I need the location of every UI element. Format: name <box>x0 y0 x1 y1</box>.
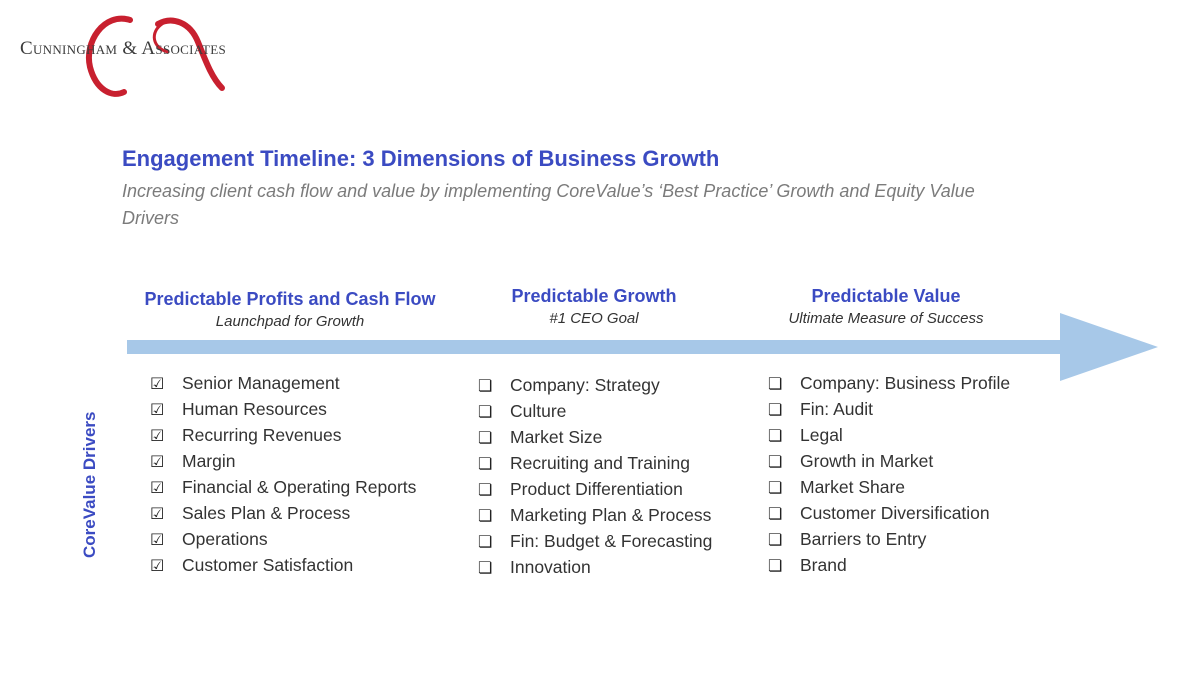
empty-box-icon: ❏ <box>478 560 493 577</box>
driver-list-value: ❏ Company: Business Profile ❏ Fin: Audit ❏… <box>768 370 1010 578</box>
empty-box-icon: ❏ <box>768 428 783 445</box>
company-logo: Cunningham & Associates <box>12 12 302 107</box>
item-label: Culture <box>510 401 567 421</box>
item-label: Product Differentiation <box>510 479 683 499</box>
item-label: Company: Business Profile <box>800 373 1011 393</box>
list-item: ❏ Growth in Market <box>768 448 1010 474</box>
list-item: ❏ Fin: Budget & Forecasting <box>478 528 712 554</box>
list-item: ☑ Human Resources <box>150 396 416 422</box>
list-item: ❏ Market Share <box>768 474 1010 500</box>
column-subheading: Ultimate Measure of Success <box>788 310 984 327</box>
empty-box-icon: ❏ <box>478 482 493 499</box>
item-label: Senior Management <box>182 373 340 393</box>
list-item: ❏ Marketing Plan & Process <box>478 502 712 528</box>
list-item: ☑ Financial & Operating Reports <box>150 474 416 500</box>
item-label: Innovation <box>510 557 591 577</box>
checked-box-icon: ☑ <box>150 402 165 419</box>
item-label: Market Share <box>800 477 906 497</box>
item-label: Fin: Budget & Forecasting <box>510 531 713 551</box>
list-item: ❏ Market Size <box>478 424 712 450</box>
list-item: ☑ Customer Satisfaction <box>150 552 416 578</box>
empty-box-icon: ❏ <box>768 558 783 575</box>
empty-box-icon: ❏ <box>768 376 783 393</box>
empty-box-icon: ❏ <box>478 508 493 525</box>
checked-box-icon: ☑ <box>150 428 165 445</box>
item-label: Marketing Plan & Process <box>510 505 712 525</box>
empty-box-icon: ❏ <box>478 430 493 447</box>
item-label: Fin: Audit <box>800 399 873 419</box>
column-subheading: #1 CEO Goal <box>549 310 639 327</box>
item-label: Brand <box>800 555 847 575</box>
column-header-growth: Predictable Growth #1 CEO Goal <box>474 286 714 327</box>
item-label: Company: Strategy <box>510 375 660 395</box>
column-heading: Predictable Profits and Cash Flow <box>144 289 436 309</box>
column-heading: Predictable Growth <box>511 286 677 306</box>
column-header-value: Predictable Value Ultimate Measure of Su… <box>756 286 1016 327</box>
empty-box-icon: ❏ <box>768 402 783 419</box>
checked-box-icon: ☑ <box>150 480 165 497</box>
list-item: ❏ Company: Business Profile <box>768 370 1010 396</box>
logo-text: Cunningham & Associates <box>20 38 227 59</box>
list-item: ❏ Brand <box>768 552 1010 578</box>
checked-box-icon: ☑ <box>150 558 165 575</box>
item-label: Operations <box>182 529 268 549</box>
page-subtitle: Increasing client cash flow and value by… <box>122 181 975 228</box>
empty-box-icon: ❏ <box>768 480 783 497</box>
item-label: Barriers to Entry <box>800 529 927 549</box>
item-label: Margin <box>182 451 236 471</box>
logo-swoosh-icon <box>85 15 225 97</box>
list-item: ☑ Operations <box>150 526 416 552</box>
timeline-arrow-shape <box>127 313 1158 381</box>
checked-box-icon: ☑ <box>150 454 165 471</box>
item-label: Legal <box>800 425 843 445</box>
checked-box-icon: ☑ <box>150 532 165 549</box>
empty-box-icon: ❏ <box>478 534 493 551</box>
item-label: Recurring Revenues <box>182 425 342 445</box>
item-label: Human Resources <box>182 399 327 419</box>
checked-box-icon: ☑ <box>150 506 165 523</box>
list-item: ☑ Recurring Revenues <box>150 422 416 448</box>
item-label: Growth in Market <box>800 451 934 471</box>
driver-list-profits: ☑ Senior Management ☑ Human Resources ☑ Rec… <box>150 370 416 578</box>
empty-box-icon: ❏ <box>768 506 783 523</box>
page-title: Engagement Timeline: 3 Dimensions of Bus… <box>122 146 720 171</box>
column-subheading: Launchpad for Growth <box>215 313 365 330</box>
list-item: ❏ Legal <box>768 422 1010 448</box>
empty-box-icon: ❏ <box>478 456 493 473</box>
list-item: ❏ Recruiting and Training <box>478 450 712 476</box>
side-label-corevalue-drivers: CoreValue Drivers <box>80 411 99 558</box>
empty-box-icon: ❏ <box>768 532 783 549</box>
empty-box-icon: ❏ <box>768 454 783 471</box>
item-label: Recruiting and Training <box>510 453 690 473</box>
column-heading: Predictable Value <box>811 286 961 306</box>
item-label: Customer Satisfaction <box>182 555 354 575</box>
list-item: ❏ Culture <box>478 398 712 424</box>
item-label: Market Size <box>510 427 603 447</box>
checked-box-icon: ☑ <box>150 376 165 393</box>
list-item: ❏ Innovation <box>478 554 712 580</box>
list-item: ❏ Company: Strategy <box>478 372 712 398</box>
list-item: ❏ Customer Diversification <box>768 500 1010 526</box>
item-label: Customer Diversification <box>800 503 990 523</box>
column-header-profits: Predictable Profits and Cash Flow Launch… <box>130 289 450 330</box>
driver-list-growth: ❏ Company: Strategy ❏ Culture ❏ Market Size… <box>478 372 712 580</box>
list-item: ❏ Fin: Audit <box>768 396 1010 422</box>
list-item: ☑ Senior Management <box>150 370 416 396</box>
list-item: ☑ Sales Plan & Process <box>150 500 416 526</box>
item-label: Sales Plan & Process <box>182 503 351 523</box>
item-label: Financial & Operating Reports <box>182 477 417 497</box>
empty-box-icon: ❏ <box>478 404 493 421</box>
list-item: ❏ Barriers to Entry <box>768 526 1010 552</box>
list-item: ❏ Product Differentiation <box>478 476 712 502</box>
list-item: ☑ Margin <box>150 448 416 474</box>
empty-box-icon: ❏ <box>478 378 493 395</box>
